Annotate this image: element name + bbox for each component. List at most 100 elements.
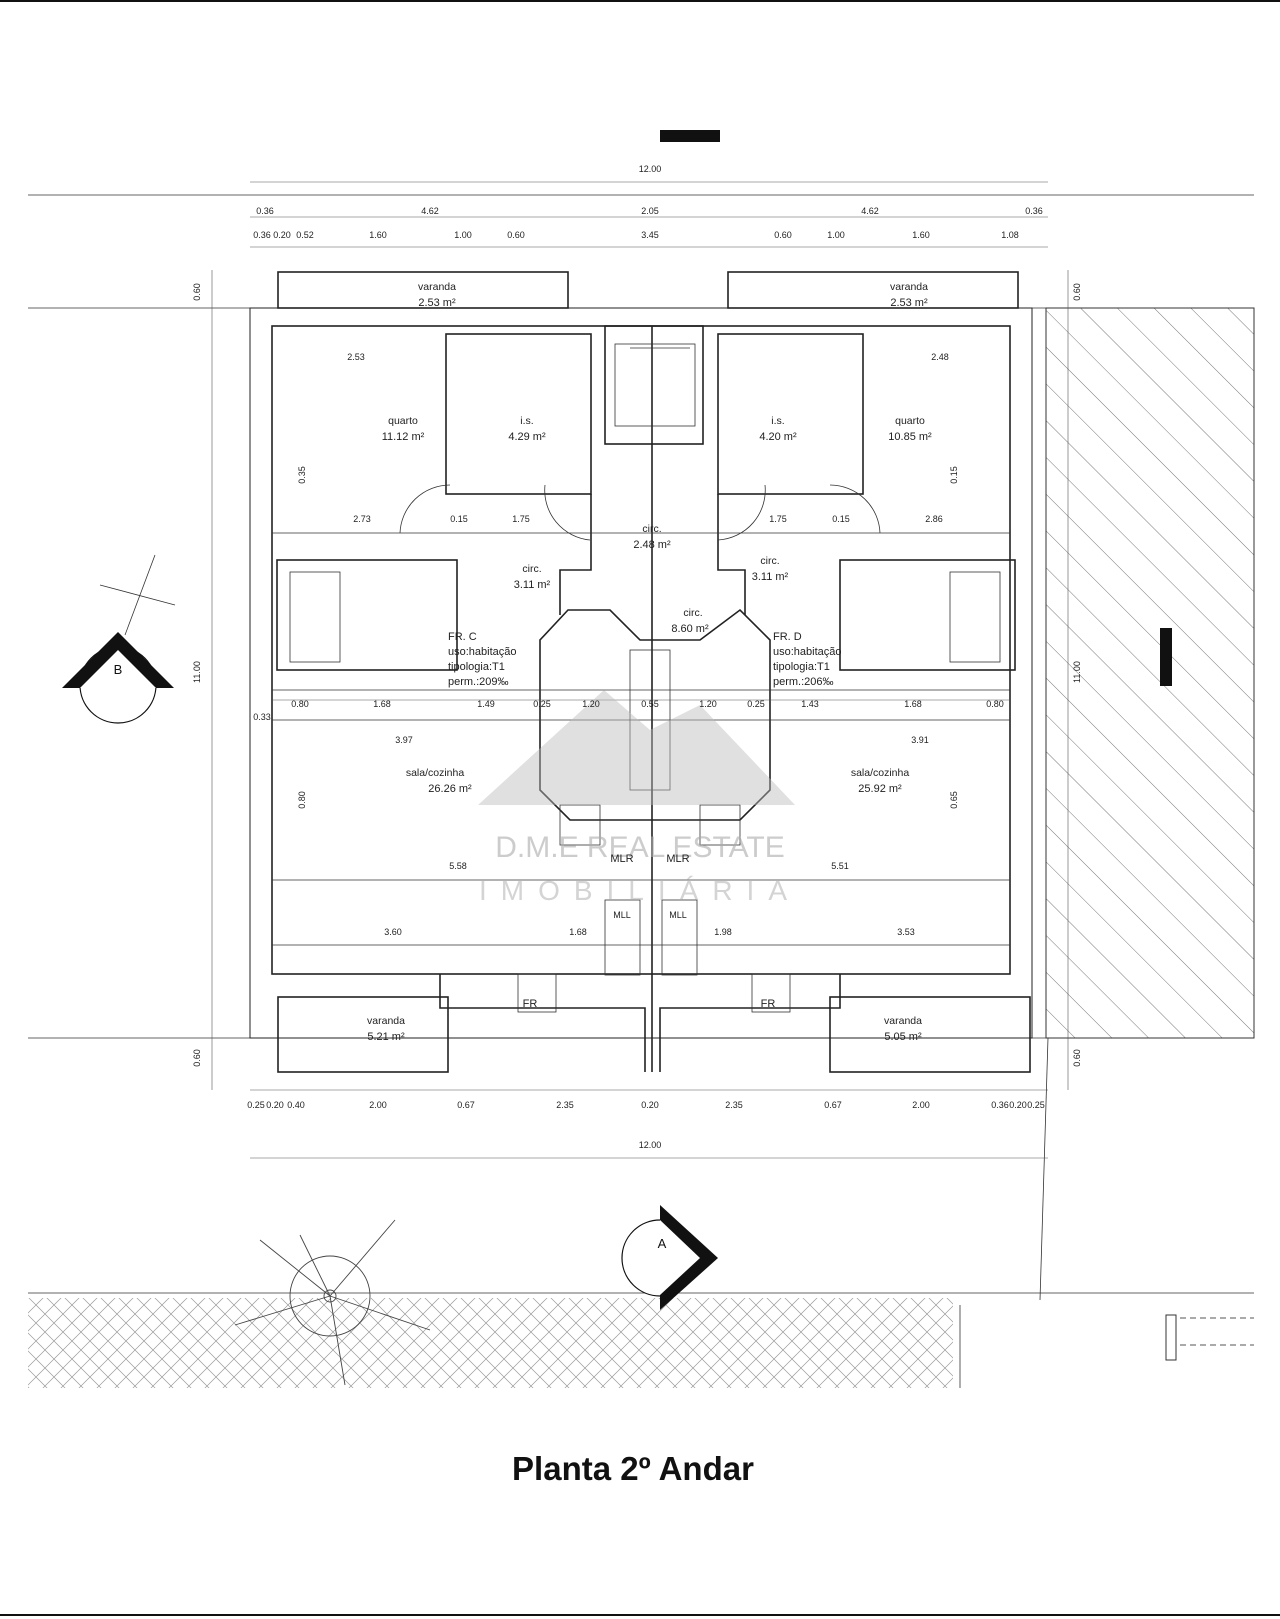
room-name: circ. (642, 523, 661, 535)
page-top-rule (0, 0, 1280, 2)
fixture-labels: FR FR MLR MLR MLL MLL (523, 853, 776, 1010)
dim-sala: 5.51 (831, 861, 849, 871)
room-area: 11.12 m² (382, 431, 425, 443)
dim-mid: 1.68 (373, 699, 391, 709)
fridge-label: FR (523, 998, 538, 1010)
unit-name: FR. D (773, 631, 802, 643)
unit-info: FR. C uso:habitação tipologia:T1 perm.:2… (448, 631, 842, 688)
dimension-lines (211, 181, 1069, 1159)
dim-sala: 3.97 (395, 735, 413, 745)
room-name: varanda (884, 1015, 922, 1027)
dishwasher-label: MLL (613, 910, 631, 920)
room-area: 4.29 m² (508, 431, 546, 443)
dim-mid: 0.55 (641, 699, 659, 709)
unit-tipologia: tipologia:T1 (773, 661, 830, 673)
dim-top2: 1.60 (912, 230, 930, 240)
room-area: 5.05 m² (884, 1031, 922, 1043)
dim-side-right: 0.60 (1072, 283, 1082, 301)
unit-tipologia: tipologia:T1 (448, 661, 505, 673)
room-name: varanda (418, 281, 456, 293)
room-labels: varanda 2.53 m² varanda 2.53 m² quarto 1… (367, 281, 932, 1043)
dim-bottom: 0.20 (1009, 1100, 1027, 1110)
dim-vertical: 0.15 (949, 466, 959, 484)
bench-symbol (1165, 1314, 1254, 1361)
dim-bottom: 0.36 (991, 1100, 1009, 1110)
dim-side-right: 11.00 (1072, 661, 1082, 683)
dim-misc: 0.33 (253, 712, 271, 722)
room-area: 8.60 m² (671, 623, 709, 635)
dim-bottom: 0.67 (824, 1100, 842, 1110)
room-name: circ. (522, 563, 541, 575)
room-name: sala/cozinha (851, 767, 910, 779)
dim-side-left: 0.60 (192, 283, 202, 301)
dim-overall-bottom: 12.00 (639, 1140, 662, 1150)
dim-bottom: 2.00 (912, 1100, 930, 1110)
unit-uso: uso:habitação (448, 646, 517, 658)
dim-mid: 1.20 (699, 699, 717, 709)
dim-room: 0.15 (832, 514, 850, 524)
watermark-line1: D.M.E REAL ESTATE (495, 831, 785, 864)
dimension-texts: 12.00 12.00 0.36 4.62 2.05 4.62 0.36 0.3… (192, 164, 1082, 1150)
room-name: quarto (895, 415, 925, 427)
dim-bottom: 0.25 (1027, 1100, 1045, 1110)
washer-label: MLR (666, 853, 689, 865)
dim-room: 1.75 (769, 514, 787, 524)
watermark-line2: IMOBILIÁRIA (479, 875, 801, 906)
dim-top2: 1.00 (454, 230, 472, 240)
dim-bottom: 2.35 (725, 1100, 743, 1110)
section-label-a: A (658, 1236, 667, 1251)
unit-perm: perm.:209‰ (448, 676, 509, 688)
dim-mid: 1.43 (801, 699, 819, 709)
palm-tree-symbol (234, 1219, 431, 1386)
dim-top1: 0.36 (1025, 206, 1043, 216)
dim-mid: 0.80 (986, 699, 1004, 709)
room-area: 26.26 m² (428, 783, 472, 795)
dim-bottom: 0.20 (641, 1100, 659, 1110)
washer-label: MLR (610, 853, 633, 865)
room-area: 2.53 m² (418, 297, 456, 309)
room-name: circ. (683, 607, 702, 619)
dim-bottom: 2.00 (369, 1100, 387, 1110)
dim-sala: 3.53 (897, 927, 915, 937)
dim-top1: 4.62 (421, 206, 439, 216)
dim-vertical: 0.80 (297, 791, 307, 809)
dim-sala: 1.68 (569, 927, 587, 937)
dim-side-right: 0.60 (1072, 1049, 1082, 1067)
section-marker-a: A (621, 1205, 718, 1310)
dim-top2: 0.60 (774, 230, 792, 240)
dim-mid: 0.80 (291, 699, 309, 709)
dim-top1: 2.05 (641, 206, 659, 216)
dim-mid: 0.25 (747, 699, 765, 709)
dim-room: 2.86 (925, 514, 943, 524)
room-area: 3.11 m² (752, 571, 789, 583)
dim-sala: 3.60 (384, 927, 402, 937)
dim-bottom: 2.35 (556, 1100, 574, 1110)
room-name: varanda (367, 1015, 405, 1027)
dim-room: 2.48 (931, 352, 949, 362)
dim-vertical: 0.65 (949, 791, 959, 809)
page-bottom-rule (0, 1614, 1280, 1616)
section-marker-b: B (62, 554, 176, 724)
room-name: circ. (760, 555, 779, 567)
room-name: quarto (388, 415, 418, 427)
dim-room: 0.15 (450, 514, 468, 524)
dim-top2: 1.08 (1001, 230, 1019, 240)
room-name: i.s. (771, 415, 784, 427)
building-outline (249, 271, 1033, 1073)
room-name: sala/cozinha (406, 767, 465, 779)
dim-sala: 1.98 (714, 927, 732, 937)
room-name: varanda (890, 281, 928, 293)
dim-mid: 1.68 (904, 699, 922, 709)
dim-sala: 3.91 (911, 735, 929, 745)
dim-top2: 0.52 (296, 230, 314, 240)
dim-top1: 0.36 (256, 206, 274, 216)
dim-overall-top: 12.00 (639, 164, 662, 174)
dim-bottom: 0.67 (457, 1100, 475, 1110)
neighbour-plot-hatch (1045, 307, 1255, 1039)
dim-sala: 5.58 (449, 861, 467, 871)
room-area: 2.53 m² (890, 297, 928, 309)
room-area: 25.92 m² (858, 783, 902, 795)
interior-walls (272, 325, 1016, 1013)
room-name: i.s. (520, 415, 533, 427)
garden-area (28, 1298, 953, 1388)
